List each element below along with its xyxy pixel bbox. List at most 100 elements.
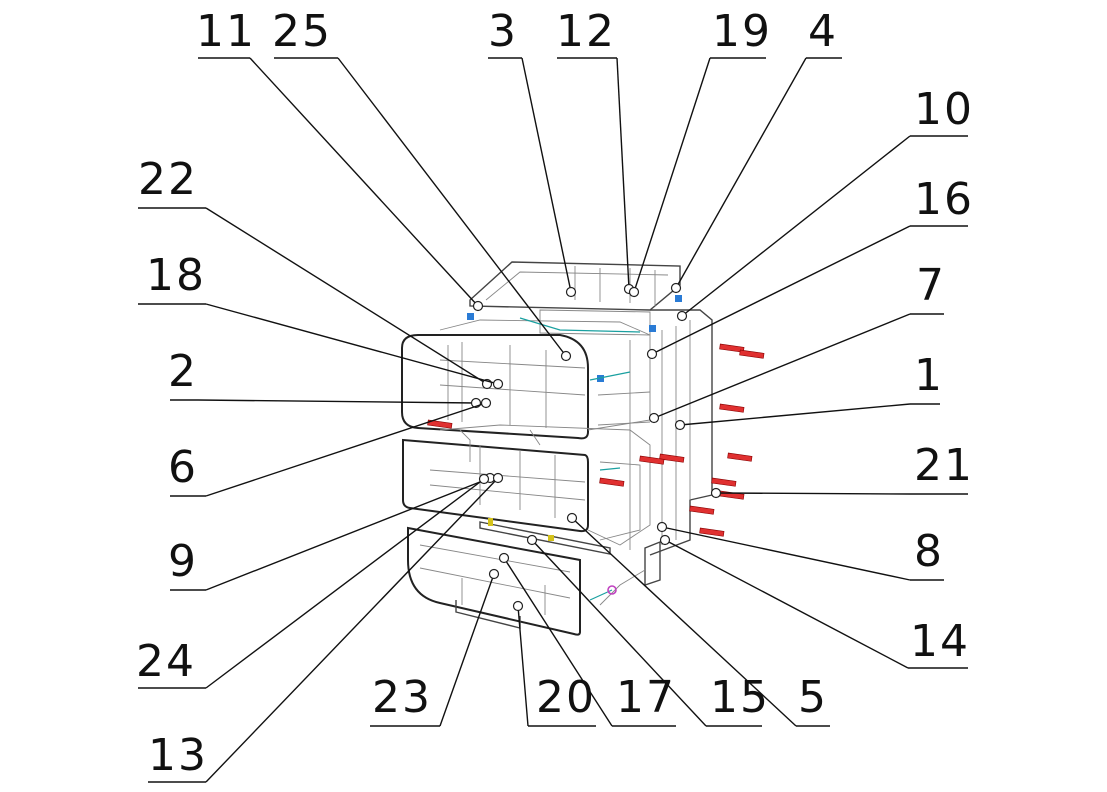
callout-label-11: 11 [196, 6, 256, 57]
callout-3: 3 [488, 6, 577, 298]
callout-leader-16 [651, 225, 911, 355]
callout-label-22: 22 [138, 154, 198, 205]
callout-19: 19 [628, 6, 772, 298]
callout-label-24: 24 [136, 636, 196, 687]
callout-12: 12 [556, 6, 635, 295]
red-pin-icon [727, 452, 753, 462]
callout-target-8 [656, 521, 668, 533]
callout-leader-19 [633, 57, 711, 293]
yellow-marker-icon [488, 518, 493, 526]
callout-10: 10 [676, 84, 974, 322]
callout-target-13 [492, 472, 504, 484]
callout-16: 16 [646, 174, 974, 360]
callout-target-11 [472, 300, 484, 312]
callout-20: 20 [512, 600, 596, 727]
callout-11: 11 [196, 6, 484, 312]
callout-target-10 [676, 310, 688, 322]
callout-leader-11 [249, 57, 479, 307]
red-pin-icon [739, 349, 765, 359]
callout-leader-15 [531, 539, 707, 727]
callout-label-20: 20 [536, 672, 596, 723]
callout-label-5: 5 [798, 672, 828, 723]
callout-leader-7 [653, 313, 911, 419]
callout-target-3 [565, 286, 577, 298]
callout-leader-13 [205, 477, 499, 783]
callout-label-3: 3 [488, 6, 518, 57]
callout-24: 24 [136, 473, 490, 689]
callout-label-16: 16 [914, 174, 974, 225]
yellow-marker-icon [548, 535, 554, 541]
callout-label-10: 10 [914, 84, 974, 135]
callout-leader-10 [681, 135, 911, 317]
callout-target-4 [670, 282, 682, 294]
callout-6: 6 [168, 397, 492, 497]
callout-target-15 [526, 534, 538, 546]
callout-label-17: 17 [616, 672, 676, 723]
callout-leader-6 [205, 402, 487, 497]
callout-leader-5 [571, 517, 797, 727]
callout-leader-2 [197, 399, 477, 404]
red-pin-icon [689, 505, 715, 515]
callout-18: 18 [138, 250, 504, 390]
callout-label-23: 23 [372, 672, 432, 723]
callout-leader-20 [517, 605, 529, 727]
callout-target-14 [659, 534, 671, 546]
callout-label-21: 21 [914, 440, 974, 491]
callout-label-19: 19 [712, 6, 772, 57]
callout-leader-23 [439, 573, 495, 727]
red-pin-icon [639, 455, 665, 465]
callout-25: 25 [272, 6, 572, 362]
callout-label-1: 1 [914, 350, 944, 401]
callout-target-17 [498, 552, 510, 564]
callout-target-25 [560, 350, 572, 362]
callout-leader-21 [715, 492, 911, 495]
callout-target-16 [646, 348, 658, 360]
callout-target-5 [566, 512, 578, 524]
red-pin-icon [719, 490, 745, 500]
callout-8: 8 [656, 521, 944, 581]
callout-leader-9 [205, 477, 491, 591]
blue-connector-icon [467, 313, 474, 320]
callout-label-6: 6 [168, 442, 198, 493]
callout-target-6 [480, 397, 492, 409]
callout-target-1 [674, 419, 686, 431]
callout-leader-3 [521, 57, 572, 293]
red-pin-icon [719, 403, 745, 413]
callout-leader-12 [616, 57, 630, 290]
red-pin-icon [699, 527, 725, 537]
callout-leader-22 [205, 207, 488, 385]
callout-13: 13 [148, 472, 504, 783]
callout-label-12: 12 [556, 6, 616, 57]
callout-label-9: 9 [168, 536, 198, 587]
callout-1: 1 [674, 350, 944, 431]
callout-5: 5 [566, 512, 830, 727]
magenta-marker-icon [607, 585, 617, 595]
callout-4: 4 [670, 6, 842, 294]
callout-target-23 [488, 568, 500, 580]
callout-label-2: 2 [168, 346, 198, 397]
red-pin-icon [711, 477, 737, 487]
callout-target-24 [478, 473, 490, 485]
callout-label-13: 13 [148, 730, 208, 781]
callout-target-21 [710, 487, 722, 499]
callout-label-18: 18 [146, 250, 206, 301]
callout-7: 7 [648, 260, 944, 424]
callout-leader-4 [675, 57, 807, 289]
callout-leader-25 [337, 57, 567, 357]
callout-14: 14 [659, 534, 968, 669]
callout-label-15: 15 [710, 672, 770, 723]
component-accents [427, 295, 765, 601]
cabinet-drawing [401, 261, 713, 636]
callout-leader-1 [679, 403, 911, 426]
blue-connector-icon [675, 295, 682, 302]
red-pin-icon [719, 343, 745, 353]
callout-target-20 [512, 600, 524, 612]
callout-15: 15 [526, 534, 770, 727]
callout-label-25: 25 [272, 6, 332, 57]
callout-target-7 [648, 412, 660, 424]
callout-22: 22 [138, 154, 493, 390]
callout-21: 21 [710, 440, 974, 499]
callout-2: 2 [168, 346, 482, 409]
